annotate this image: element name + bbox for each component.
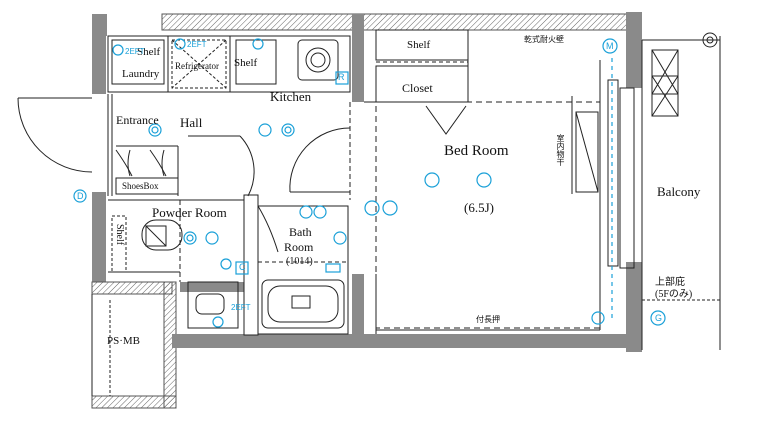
bed-room-size: (6.5J): [464, 200, 494, 215]
refrigerator-outlet-mark: 2EFT: [187, 40, 207, 49]
m-mark-icon: M: [606, 41, 614, 51]
indoor-dryer-note: 室内物干: [556, 134, 565, 166]
kitchen-label: Kitchen: [270, 89, 312, 104]
balcony-label: Balcony: [657, 184, 701, 199]
d-mark-icon: D: [77, 191, 84, 201]
bath-size-label: (1014): [286, 256, 313, 267]
long-push-note: 付長押: [476, 315, 500, 324]
shelf-label-kitchen: Shelf: [234, 57, 258, 69]
shelf-label-bedroom: Shelf: [407, 39, 431, 51]
bed-room-label: Bed Room: [444, 143, 509, 159]
hall-label: Hall: [180, 115, 203, 130]
eaves-note-line2: (5Fのみ): [655, 289, 693, 300]
shoesbox-label: ShoesBox: [122, 181, 159, 191]
electrical-symbols: [73, 38, 666, 328]
shelf-label-laundry: Shelf: [137, 46, 161, 58]
eaves-note-line1: 上部庇: [655, 277, 685, 288]
interior-lines: [17, 29, 721, 396]
powder-room-label: Powder Room: [152, 205, 227, 220]
bath-label-line2: Room: [284, 240, 314, 254]
entrance-label: Entrance: [116, 113, 159, 127]
c-mark-icon: C: [239, 262, 246, 272]
refrigerator-label: Refrigerator: [175, 61, 219, 71]
fire-wall-note: 乾式耐火壁: [524, 35, 564, 44]
shelf-label-powder: Shelf: [114, 224, 125, 246]
bath-label-line1: Bath: [289, 225, 312, 239]
ps-mb-label: PS·MB: [107, 335, 141, 347]
g-mark-icon: G: [655, 313, 663, 323]
laundry-label: Laundry: [122, 68, 160, 80]
powder-outlet-mark: 2EFT: [231, 303, 251, 312]
laundry-outlet-mark: 2EFT: [125, 47, 145, 56]
closet-label: Closet: [402, 81, 433, 95]
r-mark-icon: R: [338, 72, 345, 82]
walls: [91, 12, 642, 409]
